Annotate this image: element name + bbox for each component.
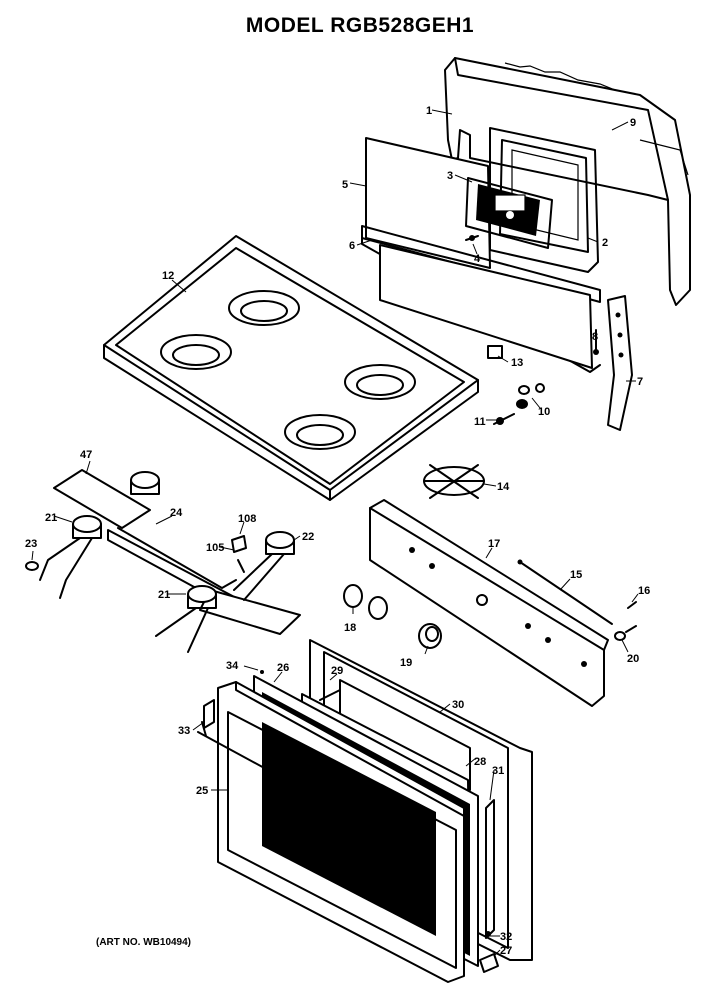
part-label-3: 3 (447, 170, 453, 182)
part-label-26: 26 (277, 662, 289, 674)
part-label-4: 4 (474, 253, 481, 265)
part-label-25: 25 (196, 785, 208, 797)
part-label-12: 12 (162, 270, 174, 282)
diagram-title: MODEL RGB528GEH1 (245, 14, 475, 37)
manifold-panel (369, 499, 609, 707)
part-label-15: 15 (570, 569, 582, 581)
part-label-24: 24 (170, 507, 183, 519)
cooktop (103, 235, 479, 501)
part-label-21b: 21 (158, 589, 170, 601)
leader-lines (31, 109, 639, 957)
part-label-33: 33 (178, 725, 190, 737)
part-label-13: 13 (511, 357, 523, 369)
part-label-47: 47 (80, 449, 92, 461)
part-label-19: 19 (400, 657, 412, 669)
control-knobs (343, 584, 442, 649)
part-label-30: 30 (452, 699, 464, 711)
part-label-8: 8 (592, 331, 598, 343)
burner-grate (423, 464, 485, 499)
screw-part-4 (465, 235, 479, 241)
burner-assembly (25, 469, 301, 653)
door-hardware (203, 670, 499, 973)
part-label-16: 16 (638, 585, 650, 597)
part-label-23: 23 (25, 538, 37, 550)
part-label-22: 22 (302, 531, 314, 543)
screw-part-8 (593, 329, 599, 355)
part-label-6: 6 (349, 240, 355, 252)
part-label-20: 20 (627, 653, 639, 665)
part-label-5: 5 (342, 179, 348, 191)
valve-parts (493, 383, 545, 425)
orifice-parts (614, 601, 637, 641)
side-bracket (607, 295, 633, 431)
part-label-31: 31 (492, 765, 504, 777)
part-label-1: 1 (426, 105, 432, 117)
part-label-105: 105 (206, 542, 224, 554)
rod-part-15 (517, 559, 613, 625)
part-label-17: 17 (488, 538, 500, 550)
part-label-28: 28 (474, 756, 486, 768)
part-label-9: 9 (630, 117, 636, 129)
part-label-29: 29 (331, 665, 343, 677)
part-label-11: 11 (474, 416, 486, 428)
trim-strip (361, 225, 601, 373)
part-label-2: 2 (602, 237, 608, 249)
part-label-108: 108 (238, 513, 256, 525)
part-label-10: 10 (538, 406, 550, 418)
part-label-27: 27 (500, 945, 512, 957)
art-number: (ART NO. WB10494) (96, 937, 192, 948)
part-labels: 1 9 3 5 2 6 4 12 8 13 7 10 11 14 47 21 2… (25, 105, 650, 957)
clock-assembly (465, 177, 553, 249)
part-label-14: 14 (497, 481, 510, 493)
part-label-32: 32 (500, 931, 512, 943)
part-label-34: 34 (226, 660, 239, 672)
part-label-7: 7 (637, 376, 643, 388)
clip-part-13 (487, 345, 503, 359)
part-label-18: 18 (344, 622, 356, 634)
part-label-21a: 21 (45, 512, 57, 524)
